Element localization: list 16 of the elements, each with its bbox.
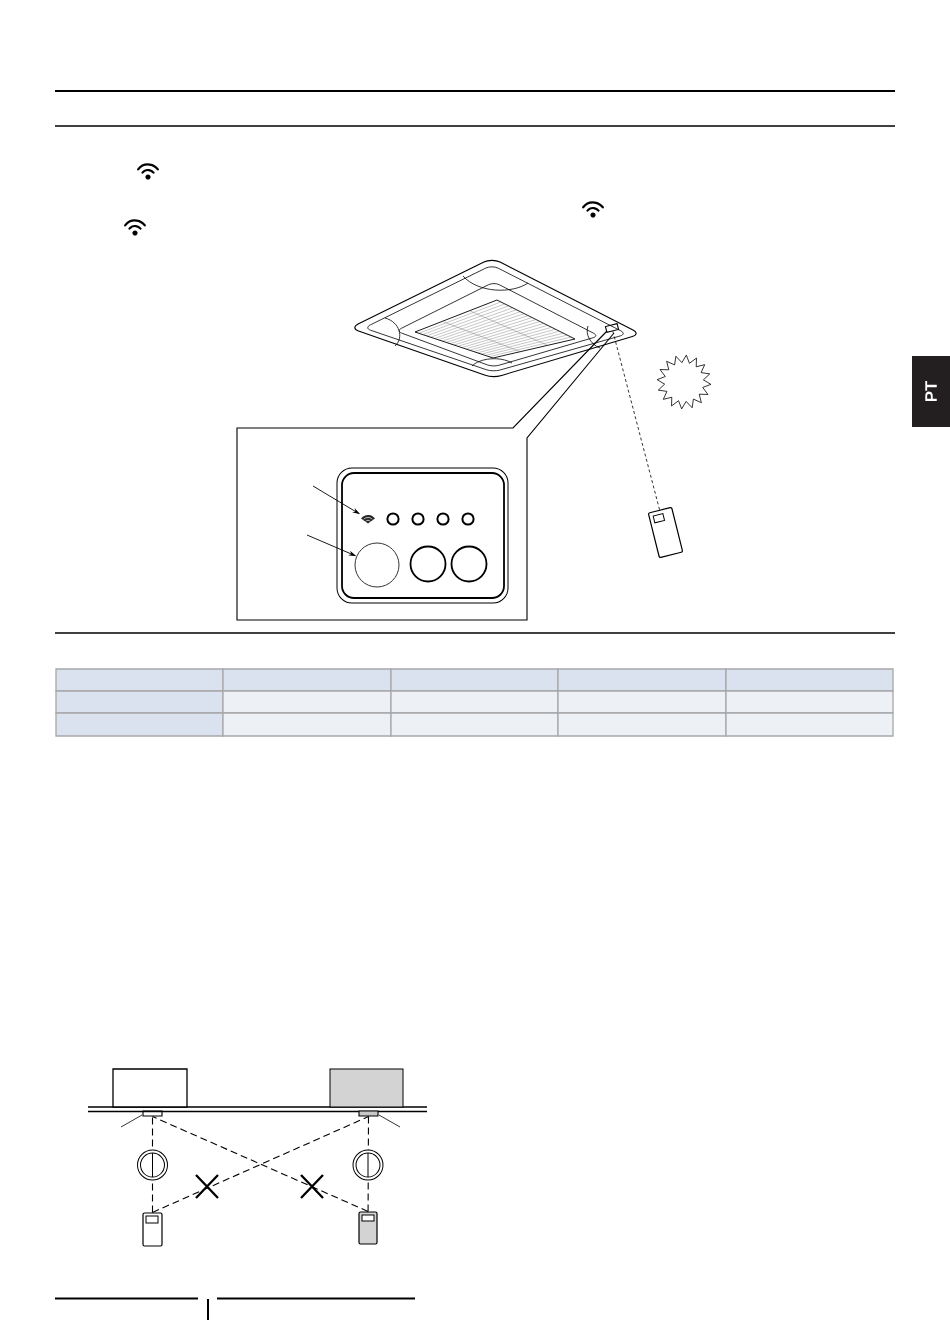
remote-control (358, 1211, 378, 1245)
indoor-unit (329, 1068, 404, 1108)
signal-lamp-icon (361, 515, 375, 524)
signal-line (151, 1116, 154, 1213)
arrow (312, 485, 360, 515)
receiver-box (358, 1110, 379, 1117)
arrow (306, 534, 356, 557)
button-circle (354, 542, 400, 588)
indoor-unit (112, 1068, 188, 1108)
signal-line (151, 1116, 370, 1213)
receiver-box (142, 1110, 163, 1117)
language-tab: PT (912, 356, 950, 427)
signal-line (612, 331, 660, 511)
signal-line (367, 1116, 370, 1212)
remote-control (648, 507, 683, 558)
remote-control (142, 1212, 163, 1247)
